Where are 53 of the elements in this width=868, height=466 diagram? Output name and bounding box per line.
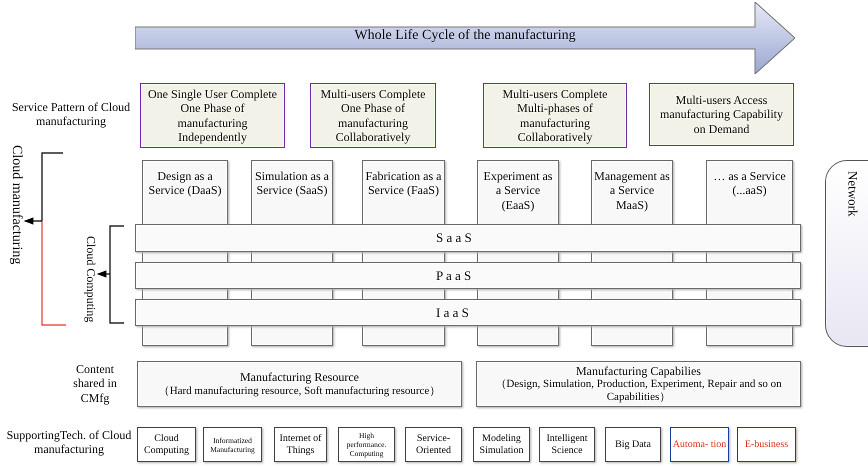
technology-box bbox=[137, 427, 196, 462]
box-note: （Hard manufacturing resource, Soft manufacturing resource） bbox=[158, 384, 440, 398]
box-title: Service-Oriented bbox=[415, 432, 452, 456]
box-title: S a a S bbox=[436, 230, 472, 246]
box-title: Modeling Simulation bbox=[478, 432, 524, 456]
pattern-box bbox=[649, 83, 794, 146]
row-label: Content shared in CMfg bbox=[72, 362, 118, 406]
layer-band bbox=[135, 224, 801, 252]
box-title: Multi-users Complete One Phase of manufacturing Collaboratively bbox=[320, 86, 426, 144]
box-title: One Single User Complete One Phase of manufacturing Independently bbox=[147, 86, 278, 144]
box-title: E-business bbox=[744, 438, 788, 450]
pattern-box bbox=[310, 83, 436, 148]
layer-band bbox=[135, 299, 801, 326]
box-title: Fabrication as a Service (FaaS) bbox=[365, 169, 442, 198]
box-title: I a a S bbox=[436, 304, 469, 320]
box-title: … as a Service (...aaS) bbox=[712, 169, 787, 198]
box-title: Simulation as a Service (SaaS) bbox=[254, 169, 330, 198]
box-title: Manufacturing Capabilies bbox=[576, 364, 701, 378]
box-title: Automa- tion bbox=[672, 438, 726, 450]
side-label: Cloud Computing bbox=[83, 236, 98, 322]
box-title: Intelligent Science bbox=[545, 432, 589, 456]
row-label: SupportingTech. of Cloud manufacturing bbox=[6, 428, 132, 457]
box-title: Whole Life Cycle of the manufacturing bbox=[354, 28, 576, 45]
box-title: Internet of Things bbox=[278, 432, 322, 456]
box-title: Experiment as a Service (EaaS) bbox=[482, 169, 554, 212]
box-title: Multi-users Access manufacturing Capability on Demand bbox=[659, 92, 784, 136]
box-title: Management as a Service MaaS) bbox=[594, 169, 670, 212]
technology-box bbox=[274, 427, 327, 462]
content-box bbox=[137, 361, 462, 407]
pattern-box bbox=[140, 83, 285, 148]
box-title: Big Data bbox=[615, 438, 651, 450]
technology-box bbox=[405, 427, 462, 462]
network-label: Network bbox=[844, 171, 860, 216]
technology-box bbox=[473, 427, 530, 462]
network-panel bbox=[825, 160, 868, 347]
box-title: Cloud Computing bbox=[142, 432, 190, 456]
lifecycle-arrow bbox=[135, 2, 795, 74]
content-box bbox=[476, 361, 801, 407]
box-title: Manufacturing Resource bbox=[240, 370, 359, 385]
row-label: Service Pattern of Cloud manufacturing bbox=[10, 100, 132, 129]
technology-box bbox=[737, 427, 796, 462]
layer-band bbox=[135, 262, 801, 289]
technology-box bbox=[670, 427, 729, 462]
box-note: （Design, Simulation, Production, Experiment, Repair and so on Capabilities） bbox=[494, 378, 783, 404]
technology-box bbox=[203, 427, 262, 462]
box-title: Design as a Service (DaaS) bbox=[148, 169, 222, 198]
technology-box bbox=[605, 427, 661, 462]
box-title: P a a S bbox=[436, 268, 472, 284]
side-label: Cloud manufacturing bbox=[8, 145, 24, 264]
technology-box bbox=[338, 427, 395, 462]
pattern-box bbox=[483, 83, 627, 148]
box-title: Multi-users Complete Multi-phases of manufacturing Collaboratively bbox=[502, 86, 608, 144]
technology-box bbox=[539, 427, 595, 462]
